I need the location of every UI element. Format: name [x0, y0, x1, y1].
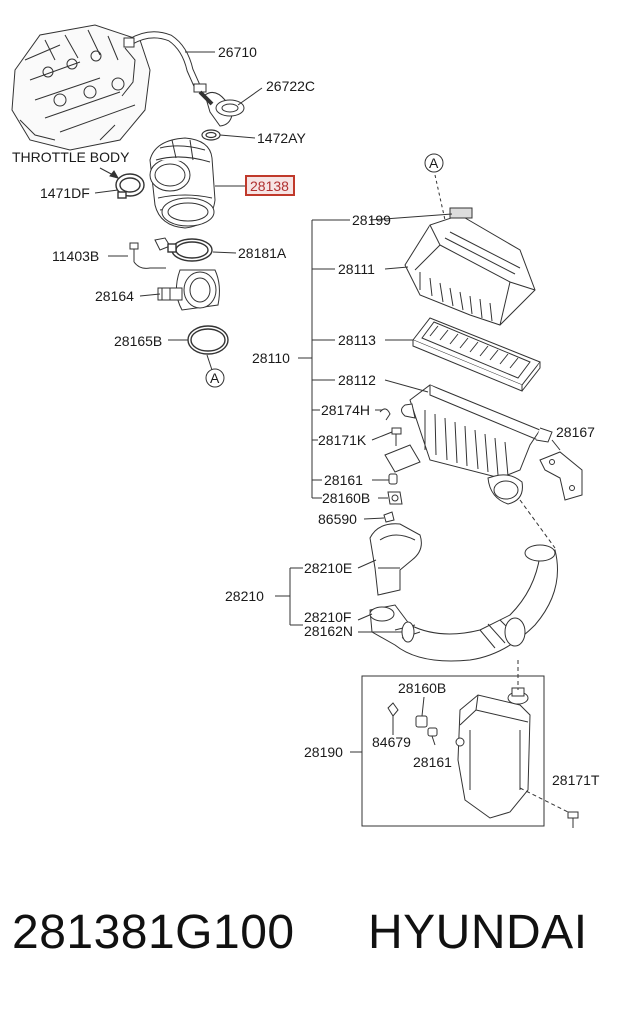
label-28161-box: 28161: [413, 754, 452, 770]
label-28190: 28190: [304, 744, 343, 760]
small-fasteners-drawing: [379, 408, 403, 505]
label-28181a: 28181A: [238, 245, 287, 261]
air-cleaner-body-drawing: [384, 384, 553, 505]
label-28165b: 28165B: [114, 333, 162, 349]
part-number-text: 281381G100: [12, 906, 295, 959]
label-28110: 28110: [252, 350, 290, 366]
engine-block-drawing: [11, 24, 151, 151]
label-28210: 28210: [225, 588, 264, 604]
label-86590: 86590: [318, 511, 357, 527]
reference-circle-left: [205, 368, 225, 388]
label-28174h: 28174H: [321, 402, 370, 418]
label-28160b-top: 28160B: [322, 490, 370, 506]
pcv-valve-drawing: [198, 90, 245, 127]
label-28171k: 28171K: [318, 432, 367, 448]
bolt-11403b-drawing: [129, 242, 166, 269]
throttle-body-arrow: [99, 167, 120, 179]
hose-clamp-28181a-drawing: [167, 238, 213, 262]
resonator-small-parts-drawing: [387, 702, 579, 828]
label-28113: 28113: [338, 332, 376, 348]
air-flow-sensor-drawing: [157, 269, 220, 311]
label-28138: 28138: [250, 178, 289, 194]
footer-caption: 281381G100 HYUNDAI: [0, 895, 620, 985]
reference-circle-right: [424, 153, 444, 173]
exploded-parts-diagram: 26710 26722C 1472AY THROTTLE BODY 1471DF…: [11, 24, 600, 828]
label-26722c: 26722C: [266, 78, 315, 94]
reference-a-right: A: [429, 155, 439, 171]
resonator-box-drawing: [361, 675, 545, 827]
intake-duct-28210e-drawing: [369, 523, 422, 596]
label-28210f: 28210F: [304, 609, 351, 625]
label-28160b-box: 28160B: [398, 680, 446, 696]
label-28164: 28164: [95, 288, 134, 304]
label-28167: 28167: [556, 424, 595, 440]
hose-clamp-1471df-drawing: [115, 173, 145, 199]
highlight-box-28138: [245, 175, 295, 196]
resonator-28190-drawing: [455, 687, 531, 819]
label-28112: 28112: [338, 372, 376, 388]
intake-hose-28138-drawing: [149, 137, 216, 229]
label-84679: 84679: [372, 734, 411, 750]
label-28210e: 28210E: [304, 560, 352, 576]
label-11403b: 11403B: [52, 248, 99, 264]
label-28162n: 28162N: [304, 623, 353, 639]
o-ring-28165b-drawing: [187, 325, 229, 355]
reference-a-left: A: [210, 370, 220, 386]
leader-lines: [94, 51, 569, 813]
label-26710: 26710: [218, 44, 257, 60]
label-28199: 28199: [352, 212, 391, 228]
label-1472ay: 1472AY: [257, 130, 306, 146]
label-28161-top: 28161: [324, 472, 363, 488]
label-throttle-body: THROTTLE BODY: [12, 149, 130, 165]
brand-text: HYUNDAI: [368, 906, 588, 959]
air-filter-element-drawing: [412, 317, 541, 392]
intake-hose-28210f-drawing: [369, 544, 558, 662]
label-28111: 28111: [338, 261, 375, 277]
label-28171t: 28171T: [552, 772, 600, 788]
label-1471df: 1471DF: [40, 185, 90, 201]
o-ring-1472ay-drawing: [201, 129, 221, 141]
clip-86590-drawing: [383, 511, 395, 523]
bracket-28167-drawing: [539, 451, 583, 501]
air-cleaner-cover-drawing: [404, 207, 536, 326]
